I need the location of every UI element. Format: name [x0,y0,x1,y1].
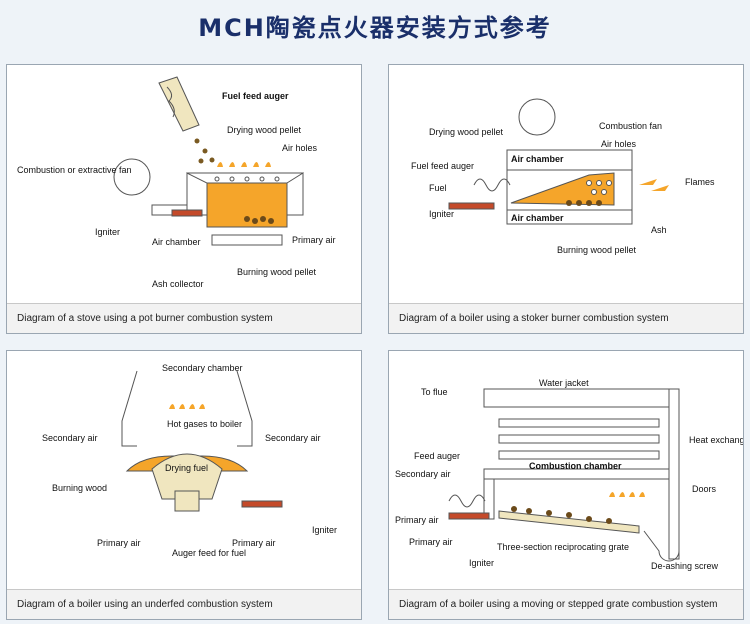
label-ash-collector: Ash collector [152,279,204,289]
label-primary-air: Primary air [292,235,336,245]
panel-stoker-burner: Drying wood pellet Combustion fan Air ch… [388,64,744,334]
label-burning-wood-pellet: Burning wood pellet [237,267,317,277]
label-doors: Doors [692,484,717,494]
igniter [241,500,283,508]
feed-auger [448,494,486,508]
label-to-flue: To flue [421,387,448,397]
caption: Diagram of a boiler using a stoker burne… [389,303,743,333]
igniter [448,512,490,520]
label-fuel: Fuel [429,183,447,193]
igniter [171,209,203,217]
label-water-jacket: Water jacket [539,378,589,388]
moving-grate-diagram: To flue Water jacket Heat exchanger tube… [395,378,743,571]
label-de-ashing: De-ashing screw [651,561,719,571]
label-air-holes: Air holes [601,139,637,149]
label-burning-wood-pellet: Burning wood pellet [557,245,637,255]
label-igniter: Igniter [469,558,494,568]
label-grate: Three-section reciprocating grate [497,542,629,552]
label-drying-fuel: Drying fuel [165,463,208,473]
label-igniter: Igniter [312,525,337,535]
label-air-chamber-top: Air chamber [511,154,564,164]
label-secondary-chamber: Secondary chamber [162,363,243,373]
caption: Diagram of a stove using a pot burner co… [7,303,361,333]
boiler-body [121,370,253,447]
caption: Diagram of a boiler using a moving or st… [389,589,743,619]
label-air-chamber-bottom: Air chamber [511,213,564,223]
label-drying-wood-pellet: Drying wood pellet [429,127,504,137]
flames [639,179,669,191]
label-ash: Ash [651,225,667,235]
fuel-feed-auger [473,178,511,192]
grate [498,506,640,534]
label-flames: Flames [685,177,715,187]
combustion-fan [518,98,556,136]
label-combustion-chamber: Combustion chamber [529,461,622,471]
label-combustion-fan: Combustion or extractive fan [17,165,132,175]
label-primary-air-1: Primary air [395,515,439,525]
label-air-chamber: Air chamber [152,237,201,247]
label-heat-exchanger: Heat exchanger tubes [689,435,743,445]
stoker-burner-diagram: Drying wood pellet Combustion fan Air ch… [411,98,715,255]
label-primary-air-2: Primary air [409,537,453,547]
page-title: MCH陶瓷点火器安装方式参考 [198,14,552,42]
pot-burner-diagram: Fuel feed auger Drying wood pellet Combu… [17,76,336,289]
pot-burner [186,172,304,246]
de-ashing-screw [643,530,680,562]
panel-pot-burner: Fuel feed auger Drying wood pellet Combu… [6,64,362,334]
caption: Diagram of a boiler using an underfed co… [7,589,361,619]
label-hot-gases: Hot gases to boiler [167,419,242,429]
panel-underfed: Secondary chamber Hot gases to boiler Se… [6,350,362,620]
panel-moving-grate: To flue Water jacket Heat exchanger tube… [388,350,744,620]
drying-pellets [194,138,215,164]
label-auger-feed: Auger feed for fuel [172,548,246,558]
label-fuel-feed-auger: Fuel feed auger [411,161,474,171]
label-combustion-fan: Combustion fan [599,121,662,131]
label-igniter: Igniter [429,209,454,219]
flames [217,162,271,167]
underfed-diagram: Secondary chamber Hot gases to boiler Se… [42,363,337,558]
flames [609,492,645,497]
label-air-holes: Air holes [282,143,318,153]
label-secondary-air-right: Secondary air [265,433,321,443]
heat-exchanger-tubes [498,418,660,460]
label-primary-air-right: Primary air [232,538,276,548]
flames [169,404,205,409]
burner-body [506,149,633,225]
label-burning-wood: Burning wood [52,483,107,493]
label-drying-wood-pellet: Drying wood pellet [227,125,302,135]
label-secondary-air-left: Secondary air [42,433,98,443]
label-feed-auger: Feed auger [414,451,460,461]
label-igniter: Igniter [95,227,120,237]
drying-fuel-mound [125,453,249,512]
label-fuel-feed-auger: Fuel feed auger [222,91,289,101]
igniter [448,202,495,210]
fuel-feed-auger [158,76,200,132]
label-secondary-air: Secondary air [395,469,451,479]
label-primary-air-left: Primary air [97,538,141,548]
